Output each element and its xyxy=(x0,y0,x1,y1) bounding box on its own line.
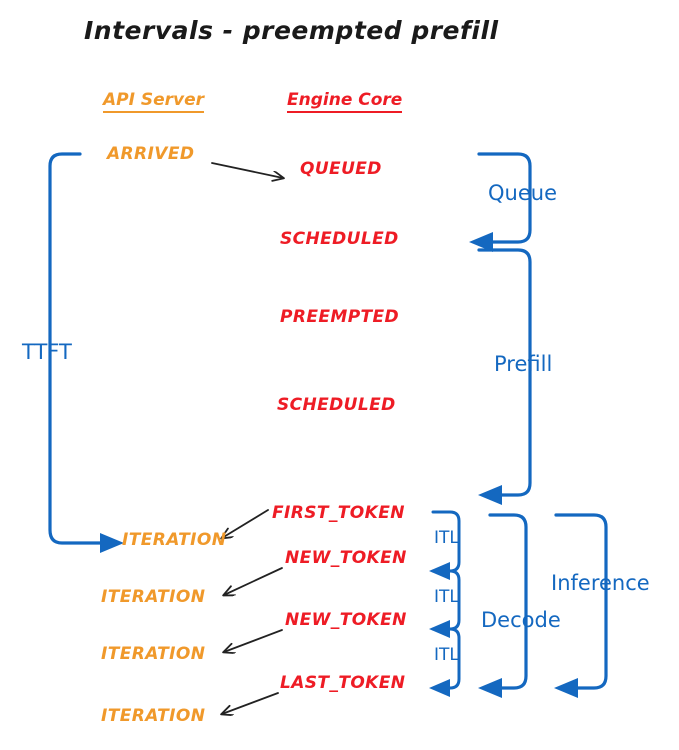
prefill-bracket xyxy=(477,248,532,497)
inference-arrowhead xyxy=(554,678,578,698)
interval-label-itl-1: ITL xyxy=(434,528,459,548)
interval-label-queue: Queue xyxy=(488,181,557,205)
ttft-bracket xyxy=(48,152,106,545)
event-arrived: ARRIVED xyxy=(107,144,195,164)
interval-label-ttft: TTFT xyxy=(22,340,72,364)
event-iteration-3: ITERATION xyxy=(101,644,206,664)
event-last-token: LAST_TOKEN xyxy=(280,673,406,693)
event-new-token-2: NEW_TOKEN xyxy=(285,610,407,630)
ttft-arrowhead xyxy=(100,533,124,553)
event-iteration-1: ITERATION xyxy=(122,530,227,550)
event-preempted: PREEMPTED xyxy=(280,307,400,327)
interval-label-itl-3: ITL xyxy=(434,645,459,665)
event-new-token-1: NEW_TOKEN xyxy=(285,548,407,568)
decode-arrowhead xyxy=(478,678,502,698)
interval-label-itl-2: ITL xyxy=(434,587,459,607)
interval-label-decode: Decode xyxy=(481,608,561,632)
decode-bracket xyxy=(488,513,528,690)
event-queued: QUEUED xyxy=(300,159,382,179)
page-title: Intervals - preempted prefill xyxy=(84,16,499,45)
event-scheduled-1: SCHEDULED xyxy=(280,229,399,249)
event-iteration-4: ITERATION xyxy=(101,706,206,726)
interval-label-inference: Inference xyxy=(551,571,650,595)
column-header-api-server: API Server xyxy=(103,92,205,113)
itl-arrowhead-3 xyxy=(429,679,450,697)
queue-arrowhead xyxy=(469,232,493,252)
arrow-arrived-to-queued xyxy=(211,162,283,178)
arrow-last-token-to-iteration xyxy=(222,692,279,714)
inference-bracket xyxy=(554,513,608,690)
itl-bracket-3 xyxy=(431,627,461,690)
column-header-engine-core: Engine Core xyxy=(287,92,403,113)
interval-label-prefill: Prefill xyxy=(494,352,553,376)
arrow-new-token-to-iteration-2 xyxy=(224,629,283,652)
event-first-token: FIRST_TOKEN xyxy=(272,503,405,523)
arrow-first-token-to-iteration xyxy=(222,509,269,538)
prefill-arrowhead xyxy=(478,485,502,505)
event-scheduled-2: SCHEDULED xyxy=(277,395,396,415)
arrow-new-token-to-iteration-1 xyxy=(224,567,283,595)
event-iteration-2: ITERATION xyxy=(101,587,206,607)
queue-bracket xyxy=(477,152,532,244)
